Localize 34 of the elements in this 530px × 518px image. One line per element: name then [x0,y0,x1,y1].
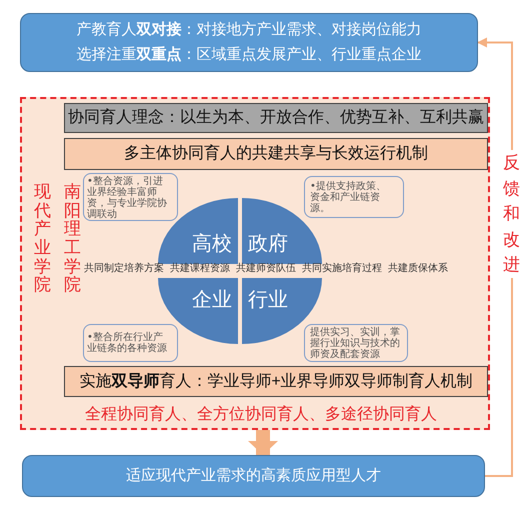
mechanism-bar [64,138,488,170]
link-label: 共同制定培养方案 [84,262,164,276]
process-box [22,455,485,497]
quadrant-label: 高校 [192,230,232,257]
box-text: 实施双导师育人：学业导师+业界导师双导师制育人机制 [79,371,473,392]
callout-box [83,173,178,221]
quadrant-label: 企业 [192,286,232,313]
quadrant-label: 行业 [248,286,288,313]
callout-text: 提供实习、实训，掌握行业知识与技术的师资及配套资源 [310,327,401,360]
callout-text: •提供支持政策、资金和产业链资源。 [310,181,387,214]
box-text: 选择注重双重点：区域重点发展产业、行业重点企业 [76,44,422,64]
process-box [20,13,478,72]
concept-bar [64,103,488,133]
vertical-text: 南阳理工学院 [64,183,81,296]
mechanism-bar [64,366,488,397]
callout-box [304,324,408,362]
box-text: 产教育人双对接：对接地方产业需求、对接岗位能力 [76,20,422,40]
link-label: 共建课程资源 [170,262,230,276]
vertical-text: 现代产业学院 [34,183,51,296]
callout-box [83,324,178,362]
callout-box [304,176,404,218]
link-label: 共建质保体系 [388,262,448,276]
callout-text: •整合资源，引进业界经验丰富师资，与专业学院协调联动 [87,176,168,220]
dashed-region [20,97,490,430]
quadrant-label: 政府 [248,230,288,257]
link-label: 共同实施培育过程 [302,262,382,276]
link-label: 共建师资队伍 [236,262,296,276]
region-text: 全程协同育人、全方位协同育人、多途径协同育人 [85,404,437,425]
callout-text: •整合所在行业产业链条的各种资源 [87,332,168,354]
box-text: 适应现代产业需求的高素质应用型人才 [126,466,381,486]
box-text: 多主体协同育人的共建共享与长效运行机制 [124,143,428,164]
block-arrow [248,430,278,455]
edge-label: 反馈和改进 [503,150,520,278]
box-text: 协同育人理念：以生为本、开放合作、优势互补、互利共赢 [68,107,484,128]
